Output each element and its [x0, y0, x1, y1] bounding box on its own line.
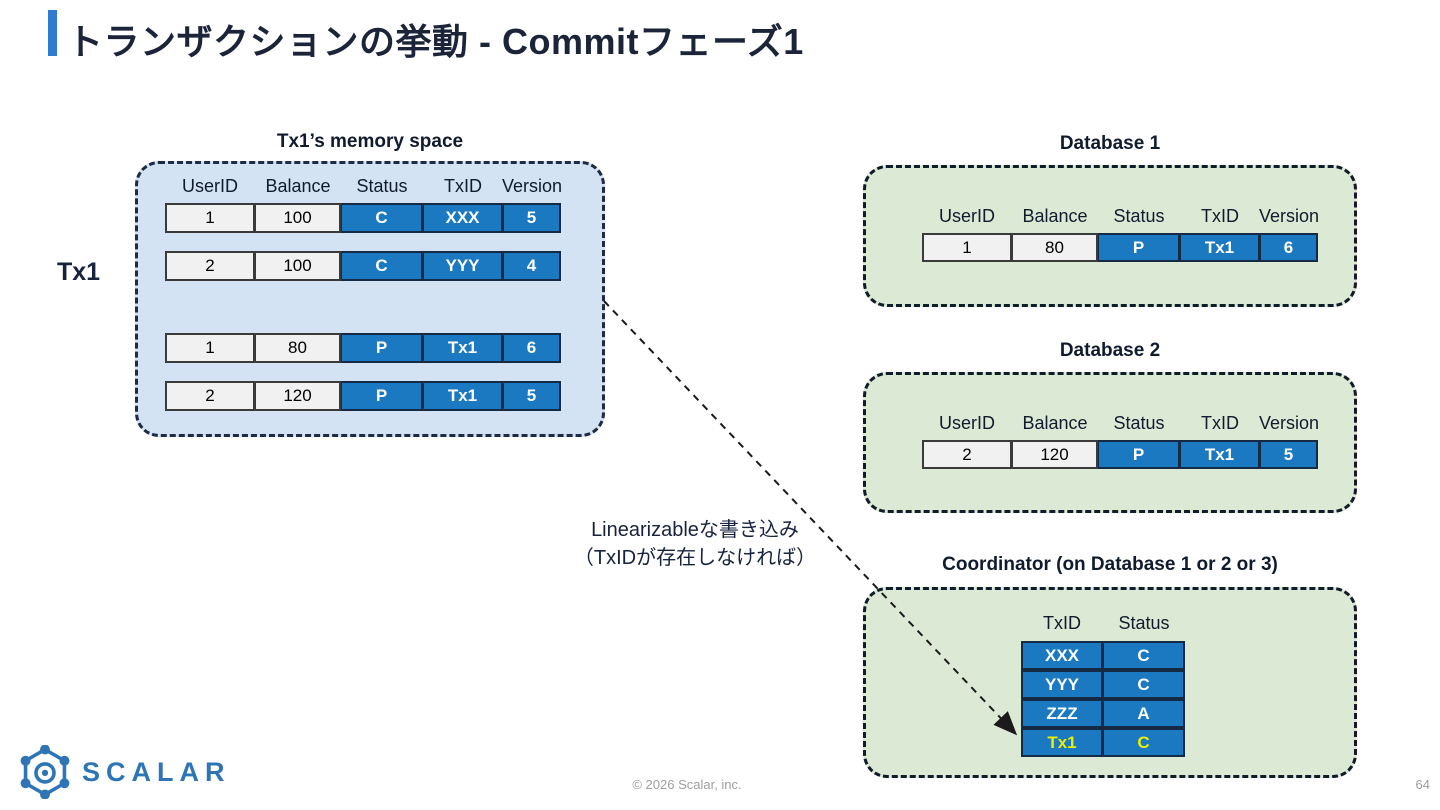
column-header: TxID [1201, 206, 1239, 226]
transaction-label: Tx1 [57, 258, 101, 286]
memory-space-title: Tx1’s memory space [276, 131, 464, 152]
scalar-logo-text: SCALAR [82, 756, 231, 787]
txid-cell: XXX [423, 203, 503, 233]
table-row: 2 120 P Tx1 5 [165, 381, 561, 411]
txid-cell: Tx1 [423, 333, 503, 363]
scalar-logo: SCALAR [18, 745, 231, 799]
table-row: 1 100 C XXX 5 [165, 203, 561, 233]
table-row: XXX C [1021, 641, 1185, 670]
coordinator-table-header: TxID Status [1021, 613, 1185, 634]
balance-cell: 80 [255, 333, 341, 363]
status-cell: C [1103, 728, 1185, 757]
version-cell: 5 [1260, 440, 1318, 469]
annotation-line1: Linearizableな書き込み [591, 519, 799, 541]
txid-cell: XXX [1021, 641, 1103, 670]
database1-title: Database 1 [1059, 133, 1161, 154]
status-cell: P [1098, 233, 1180, 262]
column-header: Status [356, 176, 408, 196]
column-header: Version [1258, 206, 1320, 226]
column-header: Status [1118, 613, 1170, 633]
txid-cell: Tx1 [423, 381, 503, 411]
column-header: Version [501, 176, 563, 196]
balance-cell: 100 [255, 203, 341, 233]
version-cell: 4 [503, 251, 561, 281]
database1-panel: UserID Balance Status TxID Version 1 80 … [863, 165, 1357, 307]
copyright-text: © 2026 Scalar, inc. [632, 777, 742, 792]
txid-cell: Tx1 [1180, 440, 1260, 469]
version-cell: 5 [503, 381, 561, 411]
column-header: Status [1113, 413, 1165, 433]
table-row-highlighted: Tx1 C [1021, 728, 1185, 757]
database2-panel: UserID Balance Status TxID Version 2 120… [863, 372, 1357, 513]
coordinator-panel: TxID Status XXX C YYY C ZZZ A Tx1 C [863, 587, 1357, 778]
userid-cell: 1 [165, 203, 255, 233]
page-title: トランザクションの挙動 - Commitフェーズ1 [67, 21, 804, 62]
column-header: Balance [1022, 413, 1088, 433]
scalar-emblem-icon [20, 745, 70, 799]
version-cell: 5 [503, 203, 561, 233]
version-cell: 6 [503, 333, 561, 363]
balance-cell: 120 [255, 381, 341, 411]
database2-title: Database 2 [1059, 340, 1161, 361]
balance-cell: 80 [1012, 233, 1098, 262]
status-cell: C [1103, 670, 1185, 699]
version-cell: 6 [1260, 233, 1318, 262]
column-header: Status [1113, 206, 1165, 226]
column-header: UserID [181, 176, 238, 196]
userid-cell: 2 [165, 381, 255, 411]
userid-cell: 1 [922, 233, 1012, 262]
table-row: 1 80 P Tx1 6 [165, 333, 561, 363]
txid-cell: YYY [423, 251, 503, 281]
userid-cell: 1 [165, 333, 255, 363]
linearizable-write-annotation: Linearizableな書き込み （TxIDが存在しなければ） [545, 516, 845, 572]
column-header: Balance [265, 176, 331, 196]
memory-table-header: UserID Balance Status TxID Version [165, 176, 563, 197]
db2-table-header: UserID Balance Status TxID Version [922, 413, 1320, 434]
table-row: 2 120 P Tx1 5 [922, 440, 1318, 469]
status-cell: P [1098, 440, 1180, 469]
table-row: YYY C [1021, 670, 1185, 699]
userid-cell: 2 [922, 440, 1012, 469]
status-cell: C [341, 203, 423, 233]
column-header: UserID [938, 206, 995, 226]
coordinator-title: Coordinator (on Database 1 or 2 or 3) [942, 554, 1278, 575]
table-row: ZZZ A [1021, 699, 1185, 728]
balance-cell: 120 [1012, 440, 1098, 469]
title-accent-bar [48, 10, 57, 56]
column-header: Balance [1022, 206, 1088, 226]
status-cell: P [341, 333, 423, 363]
page-number: 64 [1415, 777, 1430, 792]
column-header: TxID [1201, 413, 1239, 433]
balance-cell: 100 [255, 251, 341, 281]
status-cell: C [1103, 641, 1185, 670]
status-cell: A [1103, 699, 1185, 728]
txid-cell: Tx1 [1180, 233, 1260, 262]
status-cell: P [341, 381, 423, 411]
db1-table-header: UserID Balance Status TxID Version [922, 206, 1320, 227]
txid-cell: Tx1 [1021, 728, 1103, 757]
table-row: 1 80 P Tx1 6 [922, 233, 1318, 262]
txid-cell: YYY [1021, 670, 1103, 699]
status-cell: C [341, 251, 423, 281]
txid-cell: ZZZ [1021, 699, 1103, 728]
column-header: TxID [1043, 613, 1081, 633]
memory-space-panel: UserID Balance Status TxID Version 1 100… [135, 161, 605, 437]
column-header: Version [1258, 413, 1320, 433]
column-header: UserID [938, 413, 995, 433]
annotation-line2: （TxIDが存在しなければ） [573, 547, 817, 569]
userid-cell: 2 [165, 251, 255, 281]
table-row: 2 100 C YYY 4 [165, 251, 561, 281]
column-header: TxID [444, 176, 482, 196]
